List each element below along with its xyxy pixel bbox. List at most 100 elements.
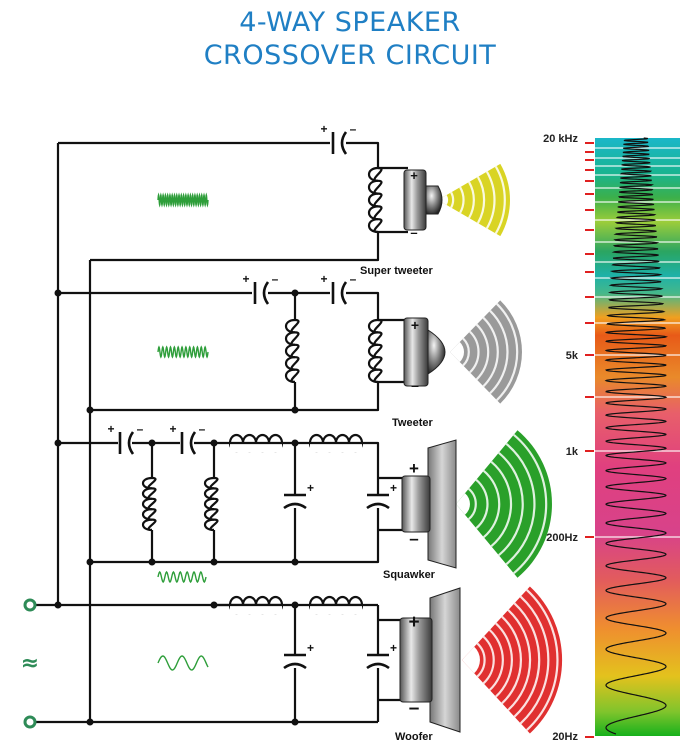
squawker-bottom-wire bbox=[90, 508, 380, 564]
freq-label-200hz: 200Hz bbox=[546, 532, 578, 544]
sound-wave-ring bbox=[468, 181, 475, 219]
sound-wave-ring bbox=[505, 442, 536, 566]
sound-wave-gap bbox=[462, 646, 480, 674]
junction-dot bbox=[86, 406, 94, 414]
junction-dot bbox=[86, 558, 94, 566]
tweeter-top-wire-3 bbox=[346, 291, 380, 320]
sound-wave-ring bbox=[459, 186, 465, 214]
junction-dot bbox=[148, 439, 156, 447]
sound-wave-ring bbox=[489, 310, 509, 394]
woofer-shunt-capacitor-1: + bbox=[283, 641, 314, 670]
sound-wave-fan bbox=[456, 430, 552, 578]
cap-plus-sign: + bbox=[390, 481, 397, 495]
junction-dots bbox=[54, 289, 299, 726]
speaker-minus-sign: – bbox=[409, 529, 418, 548]
cap-plus-sign: + bbox=[320, 122, 327, 136]
sound-wave-gap bbox=[450, 342, 465, 362]
title-line-1: 4-WAY SPEAKER bbox=[239, 7, 461, 38]
sound-wave-ring bbox=[482, 316, 499, 388]
input-terminal-negative[interactable] bbox=[23, 715, 37, 729]
spectrum-waveform bbox=[604, 137, 668, 735]
junction-dot bbox=[210, 558, 218, 566]
junction-dot bbox=[291, 601, 299, 609]
junction-dot bbox=[291, 558, 299, 566]
cap-minus-sign: – bbox=[199, 422, 206, 436]
cap-plus-sign: + bbox=[320, 272, 327, 286]
input-terminal-positive[interactable] bbox=[23, 598, 37, 612]
junction-dot bbox=[86, 718, 94, 726]
frequency-spectrum: 20 kHz 5k 1k 200Hz 20Hz bbox=[543, 133, 680, 743]
speakers: +–+–+–+– bbox=[399, 163, 563, 734]
sound-wave-ring bbox=[498, 451, 524, 557]
woofer-series-inductor-2 bbox=[308, 595, 364, 615]
sound-wave-ring bbox=[495, 622, 513, 698]
tweeter-series-capacitor-1: +– bbox=[242, 272, 279, 305]
sound-wave-ring bbox=[490, 460, 513, 548]
squawker-shunt-inductor-2 bbox=[203, 476, 219, 532]
tweeter-shunt-inductor-2 bbox=[367, 318, 383, 384]
speaker-plus-sign: + bbox=[408, 612, 419, 633]
freq-label-20hz: 20Hz bbox=[552, 731, 578, 743]
junction-dot bbox=[54, 601, 62, 609]
cap-minus-sign: – bbox=[350, 272, 357, 286]
sound-wave-gap bbox=[456, 493, 470, 515]
sound-wave-ring bbox=[519, 595, 550, 725]
sound-wave-ring bbox=[485, 171, 496, 229]
frequency-ticks bbox=[585, 142, 594, 738]
speaker-plus-sign: + bbox=[411, 317, 419, 333]
page-title: 4-WAY SPEAKER CROSSOVER CIRCUIT bbox=[0, 6, 700, 72]
cap-minus-sign: – bbox=[350, 122, 357, 136]
sound-wave-ring bbox=[482, 469, 501, 539]
squawker-series-inductor-1 bbox=[228, 433, 284, 453]
squawker-label: Squawker bbox=[383, 569, 436, 581]
circuit-components: +–+–+–+–+–++++ bbox=[107, 122, 397, 670]
tweeter-speaker: +– bbox=[403, 300, 522, 404]
spectrum-bar bbox=[595, 138, 680, 736]
squawker-series-capacitor-2: +– bbox=[169, 422, 206, 455]
super-tweeter-speaker: +– bbox=[403, 163, 511, 240]
squawker-top-wire-5 bbox=[362, 441, 380, 478]
junction-dot bbox=[291, 718, 299, 726]
squawker-shunt-capacitor-2: + bbox=[366, 481, 397, 510]
freq-label-5k: 5k bbox=[566, 350, 579, 362]
circuit-wires bbox=[35, 141, 408, 724]
sound-wave-ring bbox=[467, 487, 477, 521]
sound-wave-ring bbox=[494, 165, 506, 235]
squawker-shunt-capacitor-1: + bbox=[283, 481, 314, 510]
sound-wave-ring bbox=[475, 478, 489, 530]
super-tweeter-label: Super tweeter bbox=[360, 265, 433, 277]
sound-wave-gap bbox=[438, 195, 449, 205]
sound-wave-ring bbox=[450, 191, 455, 209]
squawker-speaker: +– bbox=[401, 430, 552, 578]
junction-dot bbox=[54, 439, 62, 447]
woofer-label: Woofer bbox=[395, 731, 433, 743]
junction-dot bbox=[291, 406, 299, 414]
cap-plus-sign: + bbox=[242, 272, 249, 286]
sound-wave-ring bbox=[469, 330, 480, 374]
ac-source-symbol: ≈ bbox=[21, 651, 39, 676]
sound-wave-ring bbox=[526, 589, 559, 731]
junction-dot bbox=[148, 558, 156, 566]
woofer-shunt-capacitor-2: + bbox=[366, 641, 397, 670]
squawker-waveform bbox=[157, 570, 207, 584]
cap-minus-sign: – bbox=[137, 422, 144, 436]
cap-plus-sign: + bbox=[107, 422, 114, 436]
junction-dot bbox=[291, 439, 299, 447]
speaker-labels: Super tweeter Tweeter Squawker Woofer bbox=[360, 265, 436, 743]
speaker-plus-sign: + bbox=[410, 168, 418, 183]
woofer-waveform bbox=[157, 655, 209, 671]
tweeter-label: Tweeter bbox=[392, 417, 433, 429]
super-tweeter-coil-bottom bbox=[90, 232, 380, 262]
stage-waveforms bbox=[157, 192, 209, 671]
speaker-minus-sign: – bbox=[411, 377, 419, 393]
sound-wave-ring bbox=[462, 337, 470, 367]
sound-wave-ring bbox=[475, 323, 490, 381]
sound-wave-ring bbox=[476, 176, 486, 224]
speaker-minus-sign: – bbox=[409, 698, 420, 719]
squawker-shunt-inductor-1 bbox=[141, 476, 157, 532]
sound-wave-ring bbox=[496, 303, 519, 401]
tweeter-bottom-wire bbox=[90, 382, 297, 412]
speaker-plus-sign: + bbox=[409, 459, 419, 478]
sound-wave-ring bbox=[476, 642, 486, 678]
